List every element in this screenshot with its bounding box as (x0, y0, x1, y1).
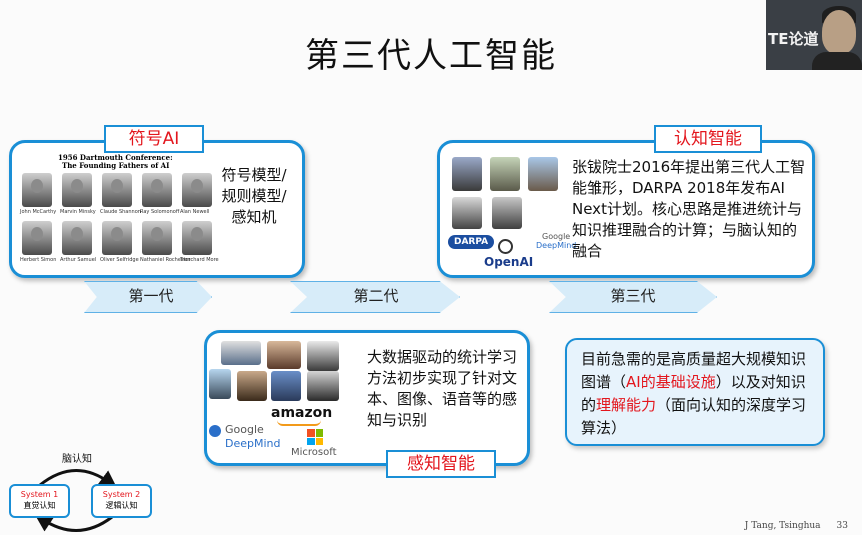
founder-portrait (142, 173, 172, 207)
cycle-arrow-top (40, 470, 110, 485)
founder-caption: Oliver Selfridge (100, 257, 139, 263)
system1-subtitle: 直觉认知 (11, 500, 68, 511)
microsoft-logo: Microsoft (291, 447, 337, 458)
portrait-6 (237, 371, 267, 401)
founder-caption: Trenchard More (180, 257, 219, 263)
system1-title: System 1 (11, 489, 68, 500)
founder-caption: Herbert Simon (20, 257, 56, 263)
founder-portrait (62, 173, 92, 207)
founder-portrait (182, 173, 212, 207)
founder-caption: John McCarthy (20, 209, 56, 215)
portrait-3 (528, 157, 558, 191)
founder-portrait (102, 221, 132, 255)
portrait-bengio (307, 341, 339, 371)
slide-footer: J Tang, Tsinghua 33 (729, 521, 848, 531)
portrait-7 (271, 371, 301, 401)
photo-subtitle: The Founding Fathers of AI (62, 161, 169, 170)
portrait-4 (452, 197, 482, 229)
speaker-video: TE论道 (766, 0, 862, 70)
founder-caption: Alan Newell (180, 209, 209, 215)
cognitive-ai-box: DARPA OpenAI Google DeepMind 张钹院士2016年提出… (437, 140, 815, 278)
founder-portrait (182, 221, 212, 255)
portrait-zhang-bo (452, 157, 482, 191)
portrait-8 (307, 371, 339, 401)
founder-caption: Marvin Minsky (60, 209, 96, 215)
timeline-label-3: 第三代 (564, 281, 702, 311)
system2-title: System 2 (93, 489, 150, 500)
amazon-smile-icon (277, 420, 321, 426)
founder-portrait (142, 221, 172, 255)
watermark-logo: TE论道 (768, 28, 818, 49)
symbolic-ai-box: 1956 Dartmouth Conference: The Founding … (9, 140, 305, 278)
cognitive-ai-tag: 认知智能 (654, 125, 762, 153)
founder-caption: Arthur Samuel (60, 257, 96, 263)
system2-box: System 2 逻辑认知 (91, 484, 152, 518)
founders-photo: 1956 Dartmouth Conference: The Founding … (18, 153, 223, 268)
symbolic-ai-tag: 符号AI (104, 125, 204, 153)
google-logo: Google (225, 423, 264, 436)
perception-ai-tag: 感知智能 (386, 450, 496, 478)
perception-ai-box: amazon Google DeepMind Microsoft 大数据驱动的统… (204, 330, 530, 466)
symbolic-desc: 符号模型/规则模型/感知机 (218, 165, 290, 228)
founder-portrait (62, 221, 92, 255)
system1-box: System 1 直觉认知 (9, 484, 70, 518)
cognitive-desc: 张钹院士2016年提出第三代人工智能雏形，DARPA 2018年发布AI Nex… (572, 157, 806, 262)
footer-author: J Tang, Tsinghua (745, 521, 821, 531)
slide-title: 第三代人工智能 (0, 28, 862, 77)
founder-caption: Ray Solomonoff (140, 209, 179, 215)
portrait-5 (492, 197, 522, 229)
openai-icon (498, 239, 513, 254)
portrait-2 (490, 157, 520, 191)
portrait-ng (209, 369, 231, 399)
deepmind-icon (209, 425, 221, 437)
knowledge-graph-note: 目前急需的是高质量超大规模知识图谱（AI的基础设施）以及对知识的理解能力（面向认… (565, 338, 825, 446)
google-logo: Google (542, 232, 570, 241)
speaker-face (822, 10, 856, 54)
portrait-lecun (267, 341, 301, 369)
cycle-arrow-bottom (42, 517, 112, 531)
microsoft-icon (307, 429, 323, 445)
note-text: 目前急需的是高质量超大规模知识图谱（AI的基础设施）以及对知识的理解能力（面向认… (581, 348, 813, 440)
system2-subtitle: 逻辑认知 (93, 500, 150, 511)
founder-caption: Claude Shannon (100, 209, 141, 215)
openai-logo: OpenAI (484, 255, 533, 269)
page-number: 33 (837, 521, 848, 531)
note-highlight-understanding: 理解能力 (596, 396, 656, 414)
darpa-logo: DARPA (448, 235, 494, 249)
speaker-body (812, 52, 862, 70)
founder-portrait (22, 221, 52, 255)
note-highlight-infra: AI的基础设施 (626, 373, 716, 391)
founder-portrait (102, 173, 132, 207)
deepmind-logo: DeepMind (225, 437, 281, 450)
perception-desc: 大数据驱动的统计学习方法初步实现了针对文本、图像、语音等的感知与识别 (367, 347, 519, 431)
amazon-logo: amazon (271, 405, 332, 421)
founder-portrait (22, 173, 52, 207)
portrait-hinton (221, 341, 261, 365)
timeline-label-2: 第二代 (306, 281, 446, 311)
deepmind-logo: DeepMind (536, 241, 576, 250)
timeline-label-1: 第一代 (96, 281, 206, 311)
